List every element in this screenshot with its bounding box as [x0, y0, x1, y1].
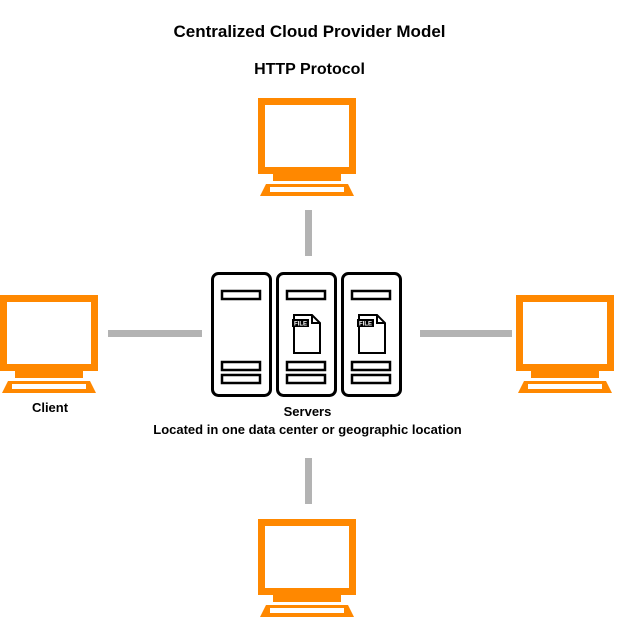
server-icon — [211, 272, 272, 397]
connectors — [108, 210, 512, 504]
connector-top — [305, 210, 312, 256]
server-tower-3: FILE — [341, 272, 402, 397]
client-monitor-bottom — [260, 523, 354, 618]
file-icon: FILE — [291, 314, 321, 354]
client-monitor-left — [2, 299, 96, 394]
servers-caption: Located in one data center or geographic… — [153, 422, 462, 437]
server-tower-2: FILE — [276, 272, 337, 397]
file-icon-label: FILE — [294, 322, 307, 328]
diagram-title: Centralized Cloud Provider Model — [173, 22, 446, 41]
client-label: Client — [31, 400, 69, 415]
monitor-icon — [260, 102, 354, 197]
monitor-icon — [260, 523, 354, 618]
client-monitor-right — [518, 299, 612, 394]
servers-label: Servers — [283, 404, 332, 419]
connector-right — [420, 330, 512, 337]
connector-bottom — [305, 458, 312, 504]
server-tower-1 — [211, 272, 272, 397]
file-icon: FILE — [356, 314, 386, 354]
monitor-icon — [2, 299, 96, 394]
diagram-subtitle: HTTP Protocol — [254, 61, 365, 78]
file-icon-label: FILE — [359, 322, 372, 328]
servers-label-block: Servers Located in one data center or ge… — [100, 403, 515, 439]
connector-left — [108, 330, 202, 337]
client-monitor-top — [260, 102, 354, 197]
monitor-icon — [518, 299, 612, 394]
server-group: FILE FILE — [211, 272, 402, 397]
